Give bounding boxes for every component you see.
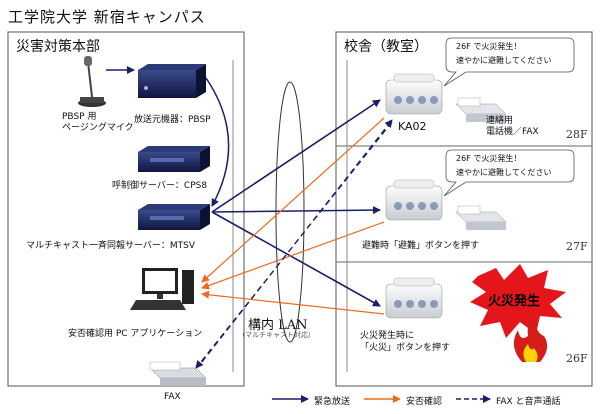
legend-label-safety: 安否確認 bbox=[406, 397, 443, 407]
paging-mic-icon bbox=[78, 56, 106, 107]
device-note-28f: 連絡用 電話機／FAX bbox=[486, 116, 539, 137]
hq-heading: 災害対策本部 bbox=[16, 39, 100, 55]
pc-app-label: 安否確認用 PC アプリケーション bbox=[68, 329, 203, 339]
fire-flame-icon bbox=[513, 316, 548, 362]
pbsp-mic-label: PBSP 用 ページングマイク bbox=[62, 112, 134, 133]
phone-device-icon-28f bbox=[385, 73, 443, 115]
phone-device-icon-26f bbox=[385, 277, 443, 319]
floor-label-26f: 26F bbox=[566, 352, 588, 365]
legend-label-fax-voice: FAX と音声通話 bbox=[496, 397, 561, 407]
hq-fax-label: FAX bbox=[164, 392, 181, 402]
device-note-26f: 火災発生時に 「火災」ボタンを押す bbox=[360, 331, 451, 353]
broadcast-arrow bbox=[211, 99, 381, 213]
floor-label-28f: 28F bbox=[566, 128, 588, 141]
hq-fax-icon bbox=[149, 361, 207, 386]
fax-device-icon-27f bbox=[455, 205, 507, 230]
legend-label-emergency: 緊急放送 bbox=[314, 397, 351, 407]
cps8-label: 呼制御サーバー：CPS8 bbox=[112, 181, 208, 191]
floor-label-27f: 27F bbox=[566, 240, 588, 253]
speech-bubble-28f bbox=[443, 37, 575, 87]
building-box bbox=[335, 31, 593, 387]
safety-arrow bbox=[201, 221, 385, 290]
flow-arrow bbox=[205, 77, 230, 207]
building-heading: 校舎（教室） bbox=[344, 39, 428, 55]
bubble-text-line2: 速やかに避難してください bbox=[456, 56, 552, 65]
bubble-text-line2: 速やかに避難してください bbox=[456, 168, 552, 177]
bubble-text-line1: 26F で火災発生！ bbox=[456, 42, 522, 51]
mtsv-label: マルチキャスト一斉同報サーバー：MTSV bbox=[26, 241, 196, 251]
broadcast-arrow bbox=[211, 206, 381, 215]
pc-icon bbox=[130, 268, 194, 310]
device-note-27f: 避難時「避難」ボタンを押す bbox=[362, 241, 480, 251]
page-title: 工学院大学 新宿キャンパス bbox=[8, 8, 206, 26]
fire-burst-icon bbox=[470, 264, 566, 338]
pbsp-label: 放送元機器：PBSP bbox=[134, 115, 211, 125]
fire-label: 火災発生 bbox=[488, 294, 541, 309]
lan-sublabel: （マルチキャスト対応） bbox=[238, 331, 315, 339]
speech-bubble-27f bbox=[443, 149, 575, 197]
lan-label: 構内 LAN bbox=[248, 318, 308, 333]
cps8-device-icon bbox=[138, 146, 210, 172]
safety-arrow bbox=[201, 117, 385, 283]
fax-device-icon-28f bbox=[455, 97, 507, 122]
pbsp-device-icon bbox=[138, 64, 206, 98]
fax-voice-arrow bbox=[195, 121, 393, 369]
broadcast-arrow bbox=[211, 211, 381, 307]
device-id-label: KA02 bbox=[398, 120, 427, 133]
safety-arrow bbox=[201, 290, 385, 315]
phone-device-icon-27f bbox=[385, 179, 443, 221]
bubble-text-line1: 26F で火災発生！ bbox=[456, 154, 522, 163]
hq-box bbox=[7, 31, 245, 387]
mtsv-device-icon bbox=[138, 204, 210, 230]
